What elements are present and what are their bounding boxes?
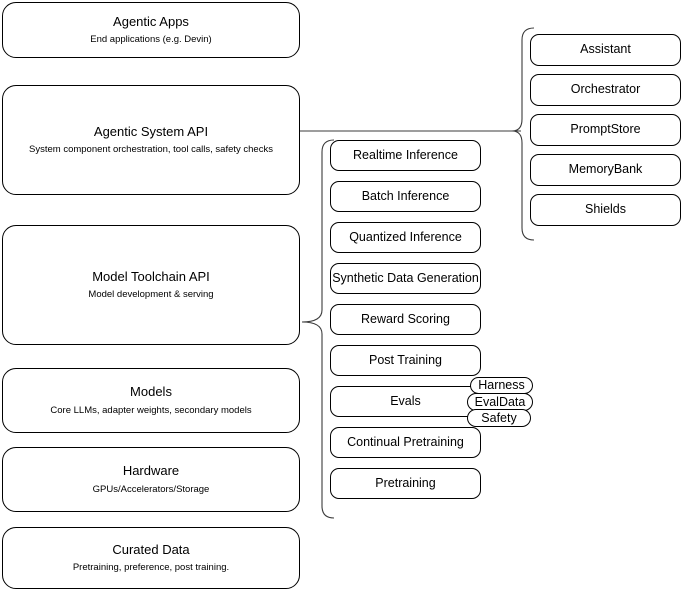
node-label: Synthetic Data Generation [332, 270, 479, 285]
layer-subtitle: End applications (e.g. Devin) [90, 34, 212, 46]
layer-card-hardware[interactable]: Hardware GPUs/Accelerators/Storage [2, 447, 300, 512]
node-label: Pretraining [375, 475, 436, 490]
toolchain-node-reward-scoring[interactable]: Reward Scoring [330, 304, 481, 335]
layer-card-agentic-system-api[interactable]: Agentic System API System component orch… [2, 85, 300, 195]
agentic-node-memorybank[interactable]: MemoryBank [530, 154, 681, 186]
eval-pill-safety[interactable]: Safety [467, 409, 531, 427]
layer-title: Agentic System API [93, 123, 209, 139]
pill-label: EvalData [474, 394, 526, 409]
layer-title: Model Toolchain API [92, 268, 210, 284]
toolchain-node-post-training[interactable]: Post Training [330, 345, 481, 376]
node-label: Continual Pretraining [347, 434, 464, 449]
node-label: Evals [390, 393, 421, 408]
layer-subtitle: System component orchestration, tool cal… [29, 144, 273, 156]
node-label: Post Training [369, 352, 442, 367]
layer-subtitle: GPUs/Accelerators/Storage [92, 483, 210, 495]
agentic-node-assistant[interactable]: Assistant [530, 34, 681, 66]
layer-title: Agentic Apps [113, 13, 189, 29]
node-label: Reward Scoring [361, 311, 450, 326]
layer-card-model-toolchain-api[interactable]: Model Toolchain API Model development & … [2, 225, 300, 345]
toolchain-node-evals[interactable]: Evals [330, 386, 481, 417]
layer-card-agentic-apps[interactable]: Agentic Apps End applications (e.g. Devi… [2, 2, 300, 58]
agentic-node-orchestrator[interactable]: Orchestrator [530, 74, 681, 106]
layer-card-curated-data[interactable]: Curated Data Pretraining, preference, po… [2, 527, 300, 589]
layer-subtitle: Pretraining, preference, post training. [72, 562, 230, 574]
layer-card-models[interactable]: Models Core LLMs, adapter weights, secon… [2, 368, 300, 433]
layer-title: Hardware [122, 463, 180, 479]
eval-pill-evaldata[interactable]: EvalData [467, 393, 533, 411]
node-label: PromptStore [570, 122, 641, 137]
toolchain-node-synthetic-data-generation[interactable]: Synthetic Data Generation [330, 263, 481, 294]
layer-subtitle: Model development & serving [88, 289, 214, 301]
eval-pill-harness[interactable]: Harness [470, 377, 533, 394]
toolchain-node-realtime-inference[interactable]: Realtime Inference [330, 140, 481, 171]
layer-subtitle: Core LLMs, adapter weights, secondary mo… [50, 404, 252, 416]
layer-title: Curated Data [112, 541, 190, 557]
node-label: Shields [585, 202, 626, 217]
node-label: MemoryBank [568, 162, 643, 177]
pill-label: Safety [481, 410, 517, 425]
node-label: Batch Inference [361, 188, 450, 203]
node-label: Quantized Inference [349, 229, 462, 244]
pill-label: Harness [478, 378, 525, 393]
brace-toolchain-components [301, 139, 335, 519]
toolchain-node-quantized-inference[interactable]: Quantized Inference [330, 222, 481, 253]
agentic-node-promptstore[interactable]: PromptStore [530, 114, 681, 146]
toolchain-node-batch-inference[interactable]: Batch Inference [330, 181, 481, 212]
brace-agentic-components [511, 27, 535, 241]
node-label: Assistant [580, 42, 631, 57]
agentic-node-shields[interactable]: Shields [530, 194, 681, 226]
layer-title: Models [130, 384, 172, 400]
toolchain-node-continual-pretraining[interactable]: Continual Pretraining [330, 427, 481, 458]
node-label: Realtime Inference [353, 147, 458, 162]
node-label: Orchestrator [570, 82, 641, 97]
toolchain-node-pretraining[interactable]: Pretraining [330, 468, 481, 499]
